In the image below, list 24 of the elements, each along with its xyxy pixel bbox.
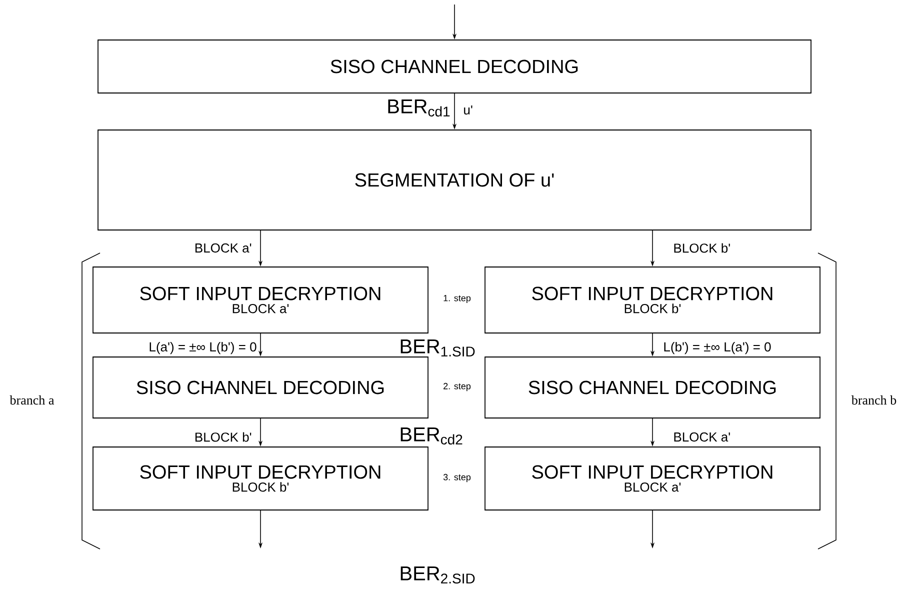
branch-label: branch b: [851, 395, 896, 405]
process-box: SOFT INPUT DECRYPTION BLOCK b': [92, 446, 428, 510]
error-rate-label: BER$_{cd1}$: [388, 100, 450, 116]
process-box: SOFT INPUT DECRYPTION BLOCK b': [484, 266, 820, 334]
process-box: SISO CHANNEL DECODING: [98, 40, 812, 94]
edge-label: L(b') = ±∞ L(a') = 0: [662, 340, 772, 356]
edge-label: L(a') = ±∞ L(b') = 0: [148, 340, 258, 356]
error-rate-label: BER$_{1.SID}$: [400, 340, 475, 357]
edge-label: BLOCK a': [672, 431, 732, 443]
step-label: 3. step: [443, 474, 471, 482]
error-rate-label: BER$_{cd2}$: [400, 428, 462, 445]
branch-label: branch a: [10, 395, 54, 405]
process-box: SISO CHANNEL DECODING: [484, 356, 820, 418]
process-box: SEGMENTATION OF u': [98, 130, 812, 230]
edge-label: BLOCK b': [672, 242, 732, 254]
step-label: 2. step: [444, 382, 471, 392]
process-box: SOFT INPUT DECRYPTION BLOCK a': [484, 446, 820, 510]
edge-label: BLOCK b': [193, 431, 253, 443]
process-box: SISO CHANNEL DECODING: [92, 356, 428, 418]
error-rate-label: BER$_{2.SID}$: [400, 566, 475, 584]
process-box: SOFT INPUT DECRYPTION BLOCK a': [92, 266, 428, 334]
edge-label: u': [462, 104, 474, 116]
step-label: 1. step: [444, 294, 471, 304]
edge-label: BLOCK a': [193, 242, 253, 254]
